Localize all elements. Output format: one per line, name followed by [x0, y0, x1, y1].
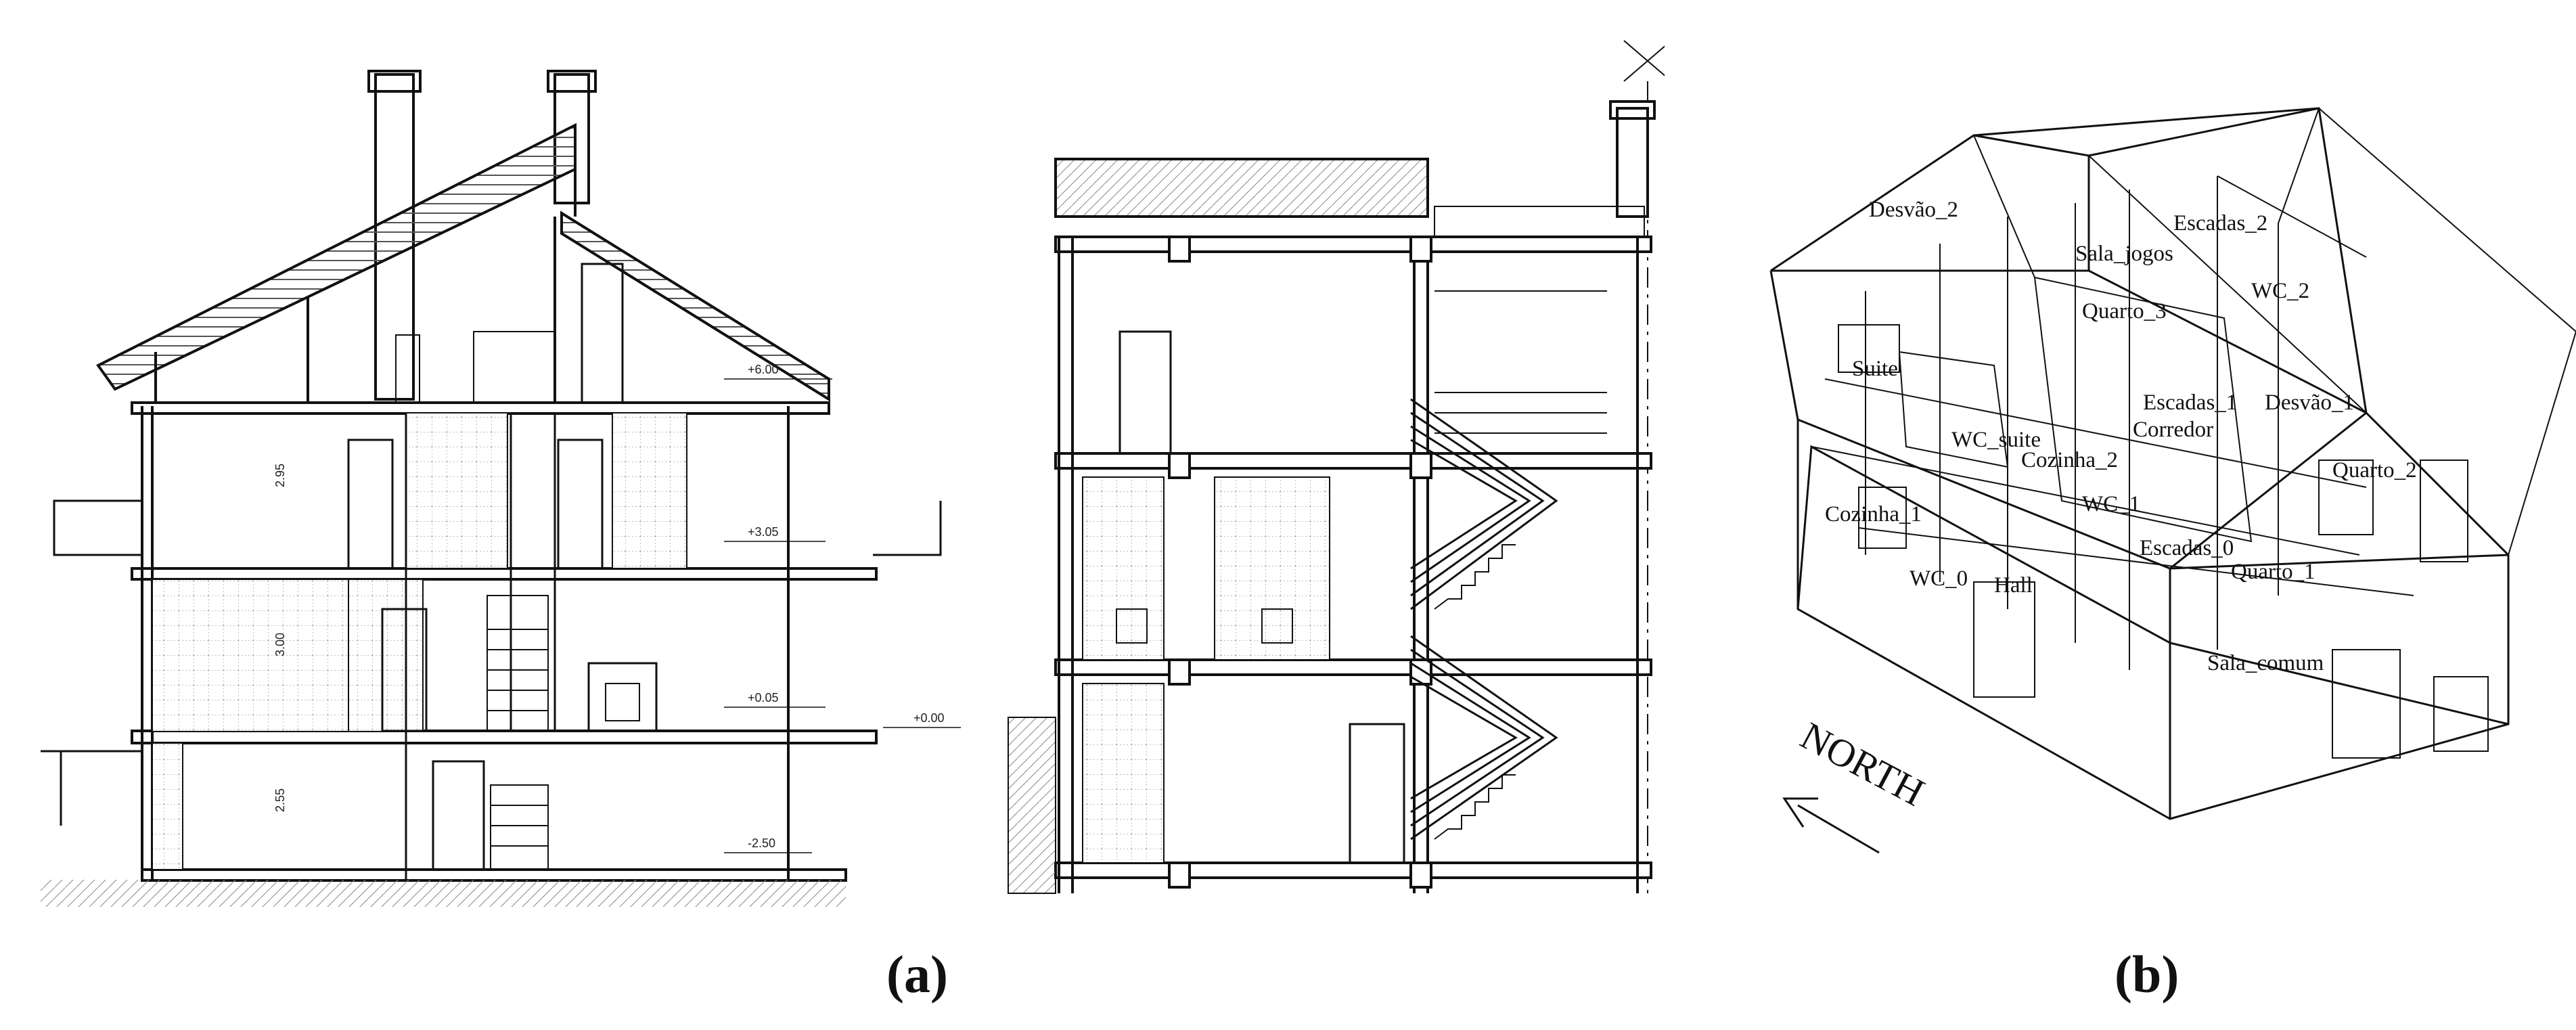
room-label: Sala_jogos — [2075, 242, 2173, 266]
room-label: Escadas_0 — [2140, 536, 2234, 560]
level-label: +6.00 — [748, 363, 779, 376]
room-label: Desvão_1 — [2265, 390, 2354, 415]
building-section-drawing: +6.00 +3.05 +0.05 +0.00 -2.50 2.95 3.00 … — [41, 40, 1665, 907]
parapet-roof — [1054, 158, 1429, 218]
room-label: WC_0 — [1910, 566, 1968, 591]
room-label: Escadas_1 — [2143, 390, 2237, 415]
door-upper-1 — [347, 439, 394, 570]
attic-door — [581, 263, 624, 407]
toilet-icon — [1261, 608, 1293, 644]
room-label: Quarto_2 — [2332, 458, 2417, 483]
level-labels: +6.00 +3.05 +0.05 +0.00 -2.50 2.95 3.00 … — [273, 363, 945, 850]
room-label: Quarto_3 — [2082, 299, 2167, 323]
room-label: Suite — [1852, 357, 1898, 381]
level-label: -2.50 — [748, 836, 775, 850]
room-label: Hall — [1994, 573, 2033, 598]
house-section-left — [41, 70, 961, 907]
level-label: +3.05 — [748, 525, 779, 539]
slab-middle — [1054, 658, 1652, 676]
bathroom-a — [1082, 476, 1165, 660]
dimension-label: 2.55 — [273, 788, 287, 812]
slab-upper — [1054, 452, 1652, 470]
model-wireframe — [1769, 107, 2576, 820]
stairs-ground — [487, 595, 549, 732]
stair-core-section-right — [1008, 40, 1665, 894]
door-top-floor — [1118, 330, 1172, 455]
room-label: Corredor — [2133, 418, 2213, 442]
slab-bottom — [1054, 861, 1652, 879]
room-label: Sala_comum — [2207, 651, 2324, 675]
room-label: WC_suite — [1951, 428, 2041, 452]
north-arrow-icon — [1782, 797, 1880, 854]
dimension-label: 2.95 — [273, 464, 287, 487]
door-upper-2 — [557, 439, 604, 570]
room-label: Escadas_2 — [2173, 211, 2267, 236]
bathroom-upper — [405, 412, 508, 569]
slab-level-600 — [131, 401, 830, 415]
slab-level-005 — [131, 730, 878, 744]
tiled-room-ground — [152, 579, 349, 732]
stairs-basement — [490, 784, 549, 870]
door-lower-floor — [1349, 723, 1405, 864]
north-indicator: NORTH — [1782, 713, 1932, 854]
slab-top — [1054, 236, 1652, 253]
toilet-icon — [1116, 608, 1148, 644]
level-label: +0.00 — [913, 711, 945, 725]
room-label: Cozinha_1 — [1825, 502, 1922, 527]
room-label: Desvão_2 — [1869, 198, 1958, 222]
room-label: WC_1 — [2082, 492, 2140, 516]
room-label: Quarto_1 — [2231, 560, 2315, 584]
roof-right — [560, 210, 830, 402]
room-labels: Desvão_2 Escadas_2 Sala_jogos WC_2 Quart… — [1825, 198, 2417, 675]
stair-flights — [1410, 398, 1558, 841]
level-label: +0.05 — [748, 691, 779, 704]
room-label: WC_2 — [2251, 279, 2309, 303]
room-label: Cozinha_2 — [2021, 448, 2118, 472]
bathroom-b — [1214, 476, 1330, 660]
thermal-zone-3d-model: Desvão_2 Escadas_2 Sala_jogos WC_2 Quart… — [1769, 107, 2576, 854]
slab-level-305 — [131, 567, 878, 581]
fireplace — [587, 662, 658, 732]
dimension-label: 3.00 — [273, 633, 287, 656]
caption-b: (b) — [2115, 945, 2179, 1004]
roof-main — [96, 122, 577, 391]
caption-a: (a) — [886, 945, 948, 1004]
